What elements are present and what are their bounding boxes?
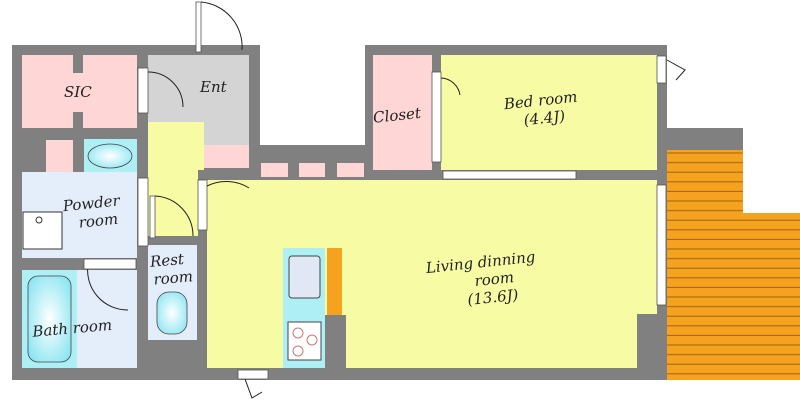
closet-door[interactable] — [431, 71, 461, 163]
living-door[interactable] — [197, 179, 250, 231]
stove-icon — [287, 321, 322, 361]
bedroom-sliding-door[interactable] — [442, 170, 577, 180]
storage-shelves — [261, 163, 364, 177]
room-label-sic: SIC — [64, 83, 92, 101]
room-powder: Powder room — [22, 139, 137, 258]
room-label-powder-2: room — [78, 210, 119, 232]
room-label-restroom-2: room — [153, 267, 194, 288]
bedroom-window[interactable] — [656, 55, 686, 84]
room-label-living-size: (13.6J) — [467, 286, 520, 309]
hallway — [148, 122, 204, 236]
powder-door[interactable] — [137, 177, 149, 247]
room-bedroom: Bed room (4.4J) — [441, 55, 657, 170]
living-window[interactable] — [656, 184, 667, 306]
room-sic: SIC — [22, 55, 137, 128]
toilet-icon — [156, 291, 188, 335]
room-closet: Closet — [372, 55, 432, 170]
restroom-door[interactable] — [149, 195, 194, 239]
room-restroom: Rest room — [148, 245, 197, 340]
kitchen-sink-icon — [288, 255, 321, 299]
room-label-closet: Closet — [372, 104, 422, 127]
sink-icon — [87, 143, 133, 169]
room-label-living-2: room — [474, 268, 515, 290]
room-bathroom: Bath room — [22, 263, 137, 368]
room-label-bedroom-size: (4.4J) — [523, 107, 566, 129]
room-living: Living dinning room (13.6J) — [207, 180, 657, 368]
bathtub-icon — [27, 275, 72, 363]
front-door[interactable] — [195, 1, 243, 53]
room-label-restroom: Rest — [148, 250, 185, 271]
sic-door[interactable] — [137, 67, 184, 114]
room-label-entrance: Ent — [199, 78, 228, 96]
washing-machine-icon — [22, 211, 63, 250]
back-door[interactable] — [237, 369, 269, 399]
bathroom-door[interactable] — [83, 258, 137, 270]
balcony-deck — [667, 150, 800, 380]
